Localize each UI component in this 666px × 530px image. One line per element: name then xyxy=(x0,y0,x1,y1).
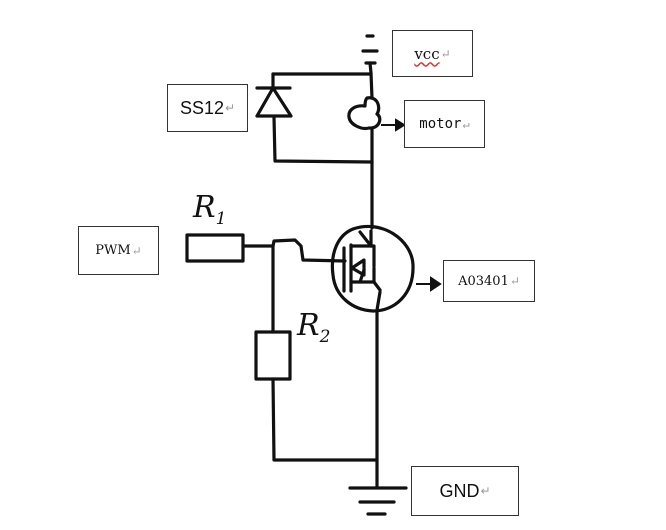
wire-gate xyxy=(241,238,347,263)
ss12-label: SS12 xyxy=(179,97,224,118)
ao3401-return-mark: ↵ xyxy=(509,274,520,288)
r1-label: R1 xyxy=(193,190,226,229)
motor-label-box: motor↵ xyxy=(404,100,485,148)
gnd-label-box: GND↵ xyxy=(411,466,519,516)
vcc-label: vcc xyxy=(414,44,440,63)
r1-letter: R xyxy=(193,190,216,225)
ao3401-label-box: A03401↵ xyxy=(443,260,535,302)
r2-label: R2 xyxy=(297,308,330,347)
gnd-label: GND xyxy=(439,480,480,501)
r1-sub: 1 xyxy=(215,209,227,229)
r2-sub: 2 xyxy=(319,327,331,347)
resistor-r2 xyxy=(254,330,292,381)
resistor-r1 xyxy=(185,233,245,263)
motor-symbol xyxy=(347,96,382,131)
motor-return-mark: ↵ xyxy=(462,117,470,131)
gnd-return-mark: ↵ xyxy=(480,484,491,498)
vcc-label-box: vcc↵ xyxy=(392,30,473,77)
vcc-symbol xyxy=(361,34,379,75)
ss12-label-box: SS12↵ xyxy=(167,84,248,132)
pwm-label: PWM xyxy=(95,243,131,258)
mosfet-arrow-icon xyxy=(430,276,442,292)
motor-label: motor xyxy=(419,116,462,132)
vcc-return-mark: ↵ xyxy=(440,46,451,61)
diode-symbol xyxy=(255,86,293,118)
pwm-label-box: PWM↵ xyxy=(78,226,159,275)
pwm-return-mark: ↵ xyxy=(131,243,142,258)
ao3401-label: A03401 xyxy=(458,273,509,289)
gnd-symbol xyxy=(348,486,408,516)
ss12-return-mark: ↵ xyxy=(224,101,236,115)
motor-arrow-icon xyxy=(395,118,406,132)
r2-letter: R xyxy=(297,308,320,343)
